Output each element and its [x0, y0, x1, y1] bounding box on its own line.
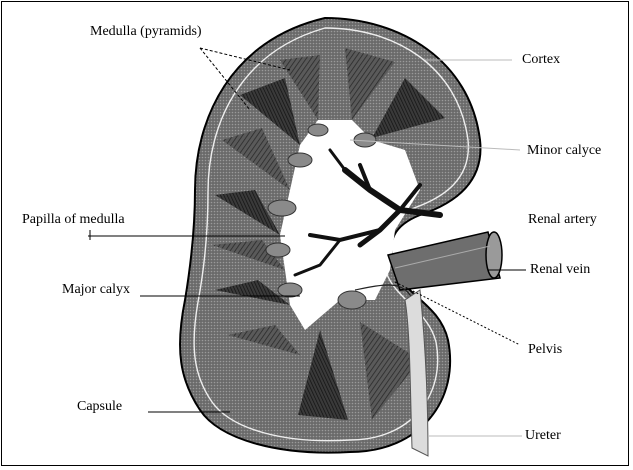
label-medulla: Medulla (pyramids) [90, 24, 202, 40]
label-cortex: Cortex [522, 52, 560, 68]
label-pelvis: Pelvis [528, 342, 562, 358]
label-papilla: Papilla of medulla [22, 212, 125, 228]
label-minor-calyce: Minor calyce [527, 143, 601, 159]
label-capsule: Capsule [77, 399, 122, 415]
label-renal-vein: Renal vein [530, 262, 590, 278]
label-ureter: Ureter [525, 428, 561, 444]
renal-vein [388, 232, 502, 290]
label-renal-artery: Renal artery [528, 212, 597, 228]
label-major-calyx: Major calyx [62, 282, 130, 298]
